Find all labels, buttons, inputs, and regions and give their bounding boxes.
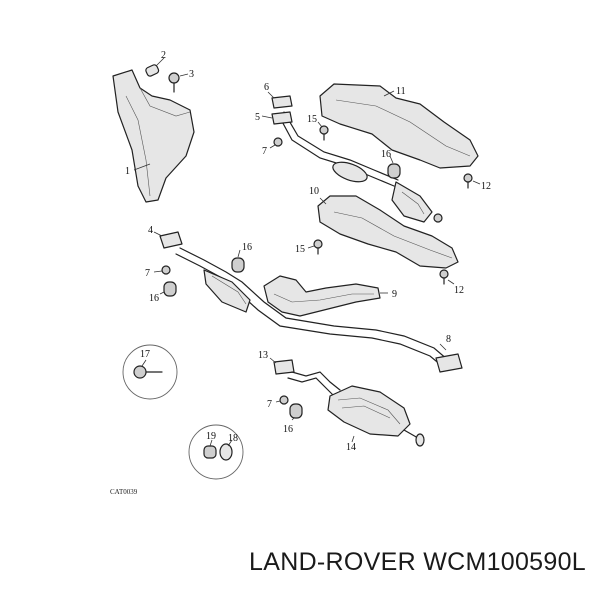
front-pipe-part-4 xyxy=(153,231,463,373)
callout-17: 17 xyxy=(140,349,150,360)
mount-part-16-upper xyxy=(387,155,401,179)
callout-2: 2 xyxy=(161,50,166,61)
callout-19: 19 xyxy=(206,431,216,442)
heat-shield-part-10 xyxy=(317,195,459,269)
callout-7-lower: 7 xyxy=(267,399,272,410)
callout-7-mid: 7 xyxy=(145,268,150,279)
tail-pipe-section xyxy=(287,371,341,397)
mount-part-16-mid-b xyxy=(231,249,245,273)
nut-part-12-lower xyxy=(439,269,455,285)
catalog-reference: CAT0039 xyxy=(110,488,138,496)
callout-14: 14 xyxy=(346,442,356,453)
callout-13: 13 xyxy=(258,350,268,361)
callout-6: 6 xyxy=(264,82,269,93)
callout-5: 5 xyxy=(255,112,260,123)
bolt-part-15-lower xyxy=(307,239,323,255)
callout-4: 4 xyxy=(148,225,153,236)
callout-9: 9 xyxy=(392,289,397,300)
callout-15-upper: 15 xyxy=(307,114,317,125)
flange-part-5 xyxy=(261,111,293,125)
callout-7-upper: 7 xyxy=(262,146,267,157)
callout-8: 8 xyxy=(446,334,451,345)
bolt-part-3 xyxy=(168,72,189,93)
callout-16-lower: 16 xyxy=(283,424,293,435)
callout-12-lower: 12 xyxy=(454,285,464,296)
front-pipe-upper xyxy=(277,111,443,223)
mount-part-16-lower xyxy=(289,403,303,421)
bolt-part-7-mid xyxy=(153,265,171,275)
callout-16-mid-a: 16 xyxy=(149,293,159,304)
callout-3: 3 xyxy=(189,69,194,80)
callout-16-upper: 16 xyxy=(381,149,391,160)
callout-1: 1 xyxy=(125,166,130,177)
detail-circle-18-19 xyxy=(188,424,244,480)
bolt-part-7-lower xyxy=(275,395,289,405)
detail-circle-17 xyxy=(122,344,178,400)
callout-11: 11 xyxy=(396,86,406,97)
silencer-part-14 xyxy=(327,385,425,447)
nut-part-12-upper xyxy=(463,173,481,189)
gasket-part-13 xyxy=(269,357,295,375)
callout-15-lower: 15 xyxy=(295,244,305,255)
bolt-part-15-upper xyxy=(317,121,329,141)
callout-16-mid-b: 16 xyxy=(242,242,252,253)
bolt-part-7-upper xyxy=(269,137,283,149)
callout-18: 18 xyxy=(228,433,238,444)
callout-12-upper: 12 xyxy=(481,181,491,192)
clip-part-2 xyxy=(145,57,165,77)
mount-part-16-mid-a xyxy=(159,281,177,297)
part-number-label: LAND-ROVER WCM100590L xyxy=(249,548,586,576)
heat-shield-part-1 xyxy=(112,69,195,203)
heat-shield-part-9 xyxy=(263,275,388,317)
heat-shield-part-11 xyxy=(319,83,479,169)
callout-10: 10 xyxy=(309,186,319,197)
gasket-part-6 xyxy=(267,91,293,109)
